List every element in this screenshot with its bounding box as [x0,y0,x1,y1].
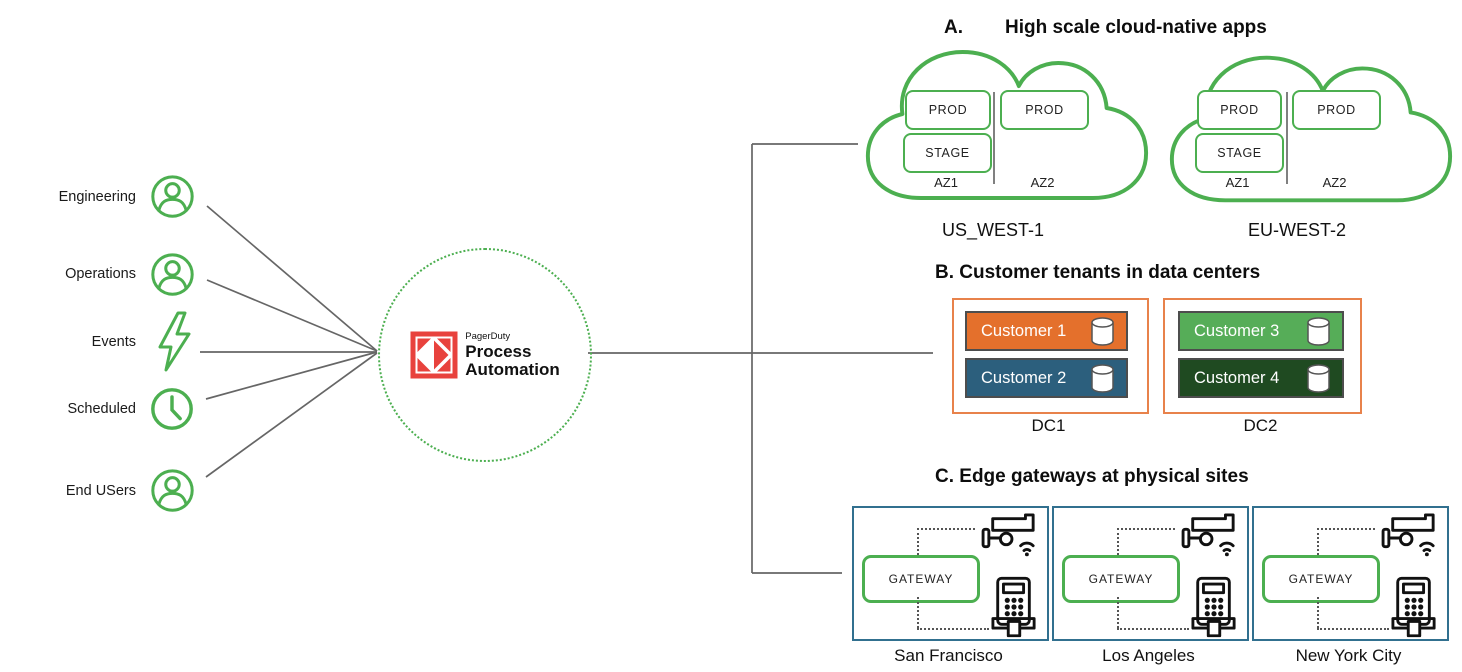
hub-brand-text: PagerDuty [465,330,511,342]
tenant-label: Customer 1 [981,321,1067,340]
tenant-customer-2: Customer 2 [965,358,1128,398]
person-icon [151,253,194,296]
person-icon [151,175,194,218]
gateway-box: GATEWAY [1062,555,1180,603]
hub-product-line2: Automation [465,359,560,379]
datacenter-dc1: Customer 1 Customer 2 [952,298,1149,414]
gateway-camera-link [1117,528,1175,530]
security-camera-icon [981,513,1035,557]
source-label-end-users: End USers [65,483,136,499]
env-box-prod: PROD [1292,90,1381,130]
az2-label: AZ2 [1322,175,1347,190]
source-label-scheduled: Scheduled [67,401,136,417]
section-a-letter: A. [944,17,963,38]
gateway-box: GATEWAY [1262,555,1380,603]
env-box-prod: PROD [1000,90,1089,130]
site-name-new-york-city: New York City [1295,646,1402,665]
gateway-camera-link [917,528,919,555]
hub-product-line1: Process [465,342,532,362]
pagerduty-process-automation-logo-icon [410,331,458,379]
tenant-label: Customer 3 [1194,321,1280,340]
cloud-eu-west-2: PROD PROD STAGE AZ1 AZ2 [1162,46,1458,214]
gateway-terminal-link [1117,628,1189,630]
site-san-francisco: GATEWAY [852,506,1049,641]
section-a-heading: A. High scale cloud-native apps [944,17,1267,39]
gateway-camera-link [1317,528,1375,530]
gateway-terminal-link [1117,597,1119,628]
az1-label: AZ1 [934,175,958,190]
person-icon [151,469,194,512]
az1-label: AZ1 [1225,175,1250,190]
database-icon [1307,363,1330,393]
tenant-customer-1: Customer 1 [965,311,1128,351]
payment-terminal-icon [1191,576,1236,638]
gateway-camera-link [917,528,975,530]
security-camera-icon [1181,513,1235,557]
security-camera-icon [1381,513,1435,557]
gateway-camera-link [1317,528,1319,555]
tenant-customer-3: Customer 3 [1178,311,1344,351]
tenant-label: Customer 2 [981,368,1067,387]
source-label-events: Events [91,334,136,350]
section-a-title: High scale cloud-native apps [1005,17,1267,38]
source-label-operations: Operations [65,266,136,282]
cloud-us-west-1: PROD PROD STAGE AZ1 AZ2 [858,40,1154,212]
clock-icon [151,388,193,430]
env-box-prod: PROD [905,90,991,130]
lightning-icon [158,311,191,372]
database-icon [1307,316,1330,346]
payment-terminal-icon [991,576,1036,638]
gateway-terminal-link [917,597,919,628]
source-label-engineering: Engineering [58,189,136,205]
az-divider [1286,92,1288,184]
gateway-box: GATEWAY [862,555,980,603]
database-icon [1091,363,1114,393]
section-c-heading: C. Edge gateways at physical sites [935,466,1249,487]
dc1-label: DC1 [1031,416,1066,435]
cloud-name-eu-west-2: EU-WEST-2 [1247,220,1346,240]
datacenter-dc2: Customer 3 Customer 4 [1163,298,1362,414]
env-box-prod: PROD [1197,90,1282,130]
section-b-heading: B. Customer tenants in data centers [935,262,1261,283]
gateway-camera-link [1117,528,1119,555]
tenant-customer-4: Customer 4 [1178,358,1344,398]
dc2-label: DC2 [1243,416,1278,435]
payment-terminal-icon [1391,576,1436,638]
az-divider [993,92,995,184]
tenant-label: Customer 4 [1194,368,1280,387]
gateway-terminal-link [1317,597,1319,628]
gateway-terminal-link [1317,628,1389,630]
site-new-york-city: GATEWAY [1252,506,1449,641]
site-los-angeles: GATEWAY [1052,506,1249,641]
gateway-terminal-link [917,628,989,630]
env-box-stage: STAGE [903,133,992,173]
az2-label: AZ2 [1030,175,1055,190]
process-automation-hub: PagerDuty Process Automation [378,248,592,462]
database-icon [1091,316,1114,346]
site-name-los-angeles: Los Angeles [1102,646,1195,665]
env-box-stage: STAGE [1195,133,1284,173]
site-name-san-francisco: San Francisco [894,646,1003,665]
cloud-name-us-west-1: US_WEST-1 [941,220,1045,240]
